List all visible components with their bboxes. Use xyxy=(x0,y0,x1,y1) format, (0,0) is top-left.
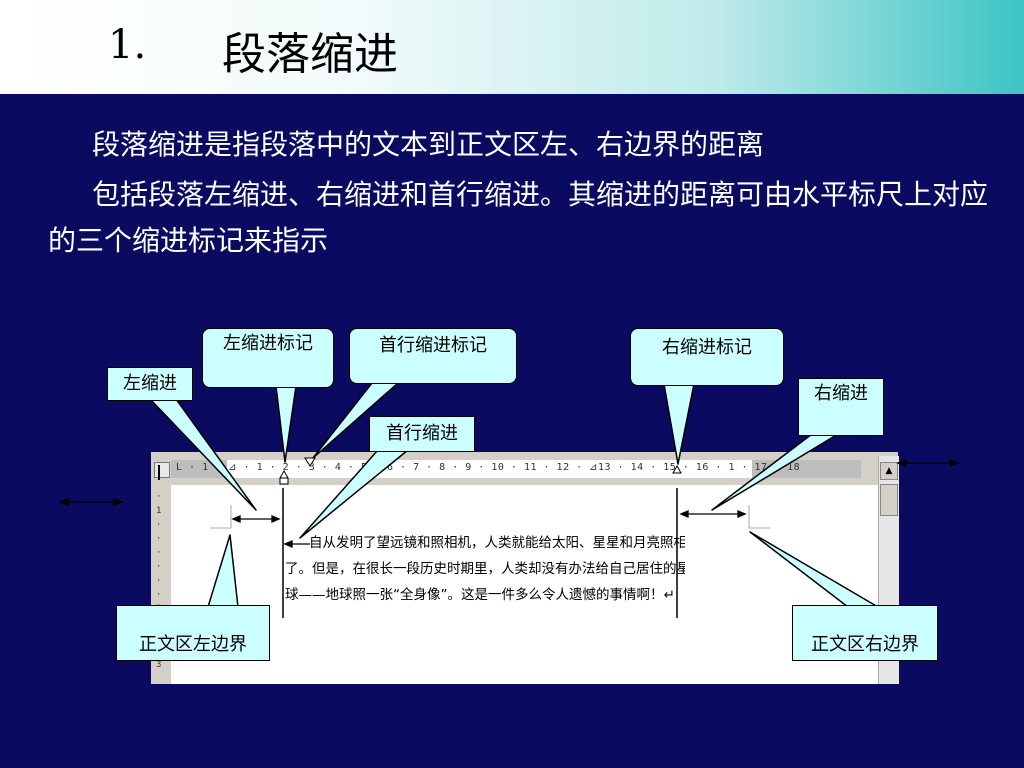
callout-right-indent: 右缩进 xyxy=(798,378,884,436)
callout-first-line-indent: 首行缩进 xyxy=(369,416,475,452)
arrow-up-icon[interactable]: ▲ xyxy=(880,462,898,480)
first-line-marker xyxy=(304,457,316,467)
document-line: 球——地球照一张“全身像”。这是一件多么令人遗憾的事情啊！↵ xyxy=(285,587,675,603)
callout-body-left-border: 正文区左边界 xyxy=(116,605,270,661)
document-text: 自从发明了望远镜和照相机，人类就能给太阳、星星和月亮照相 了。但是，在很长一段历… xyxy=(285,530,685,608)
tail-first-indent xyxy=(299,449,409,539)
scroll-thumb[interactable] xyxy=(880,484,898,516)
callout-first-line-marker: 首行缩进标记 xyxy=(349,328,517,384)
tail-right-label xyxy=(711,433,839,511)
ruler-white-area xyxy=(171,460,861,478)
tail-main-right xyxy=(749,531,879,608)
document-page xyxy=(151,452,898,684)
tail-left-marker xyxy=(275,385,297,463)
slide-title: 段落缩进 xyxy=(222,29,398,80)
callout-body-right-border: 正文区右边界 xyxy=(792,605,938,661)
document-line: 自从发明了望远镜和照相机，人类就能给太阳、星星和月亮照相 xyxy=(309,535,685,551)
callout-right-indent-marker: 右缩进标记 xyxy=(630,328,784,386)
tab-stop-icon[interactable] xyxy=(154,462,170,478)
paragraph-description: 包括段落左缩进、右缩进和首行缩进。其缩进的距离可由水平标尺上对应的三个缩进标记来… xyxy=(48,178,989,257)
left-indent-marker xyxy=(279,469,289,479)
right-indent-marker xyxy=(672,464,682,474)
title-number: 1. xyxy=(108,22,147,68)
document-line: 了。但是，在很长一段历史时期里，人类却没有办法给自己居住的星 xyxy=(285,561,685,577)
callout-left-indent: 左缩进 xyxy=(107,367,193,401)
left-indent-box xyxy=(279,477,289,485)
tail-left-label xyxy=(149,398,257,511)
paragraph-definition: 段落缩进是指段落中的文本到正文区左、右边界的距离 xyxy=(92,128,765,161)
callout-left-indent-marker: 左缩进标记 xyxy=(202,328,334,388)
ruler-numbers: L · 1 · ⊿ · 1 · 2 · 3 · 4 · 5 · 6 · 7 · … xyxy=(176,462,801,473)
tail-right-marker xyxy=(663,383,695,465)
tail-main-left xyxy=(207,534,239,608)
title-banner: 1. 段落缩进 xyxy=(0,0,1024,94)
